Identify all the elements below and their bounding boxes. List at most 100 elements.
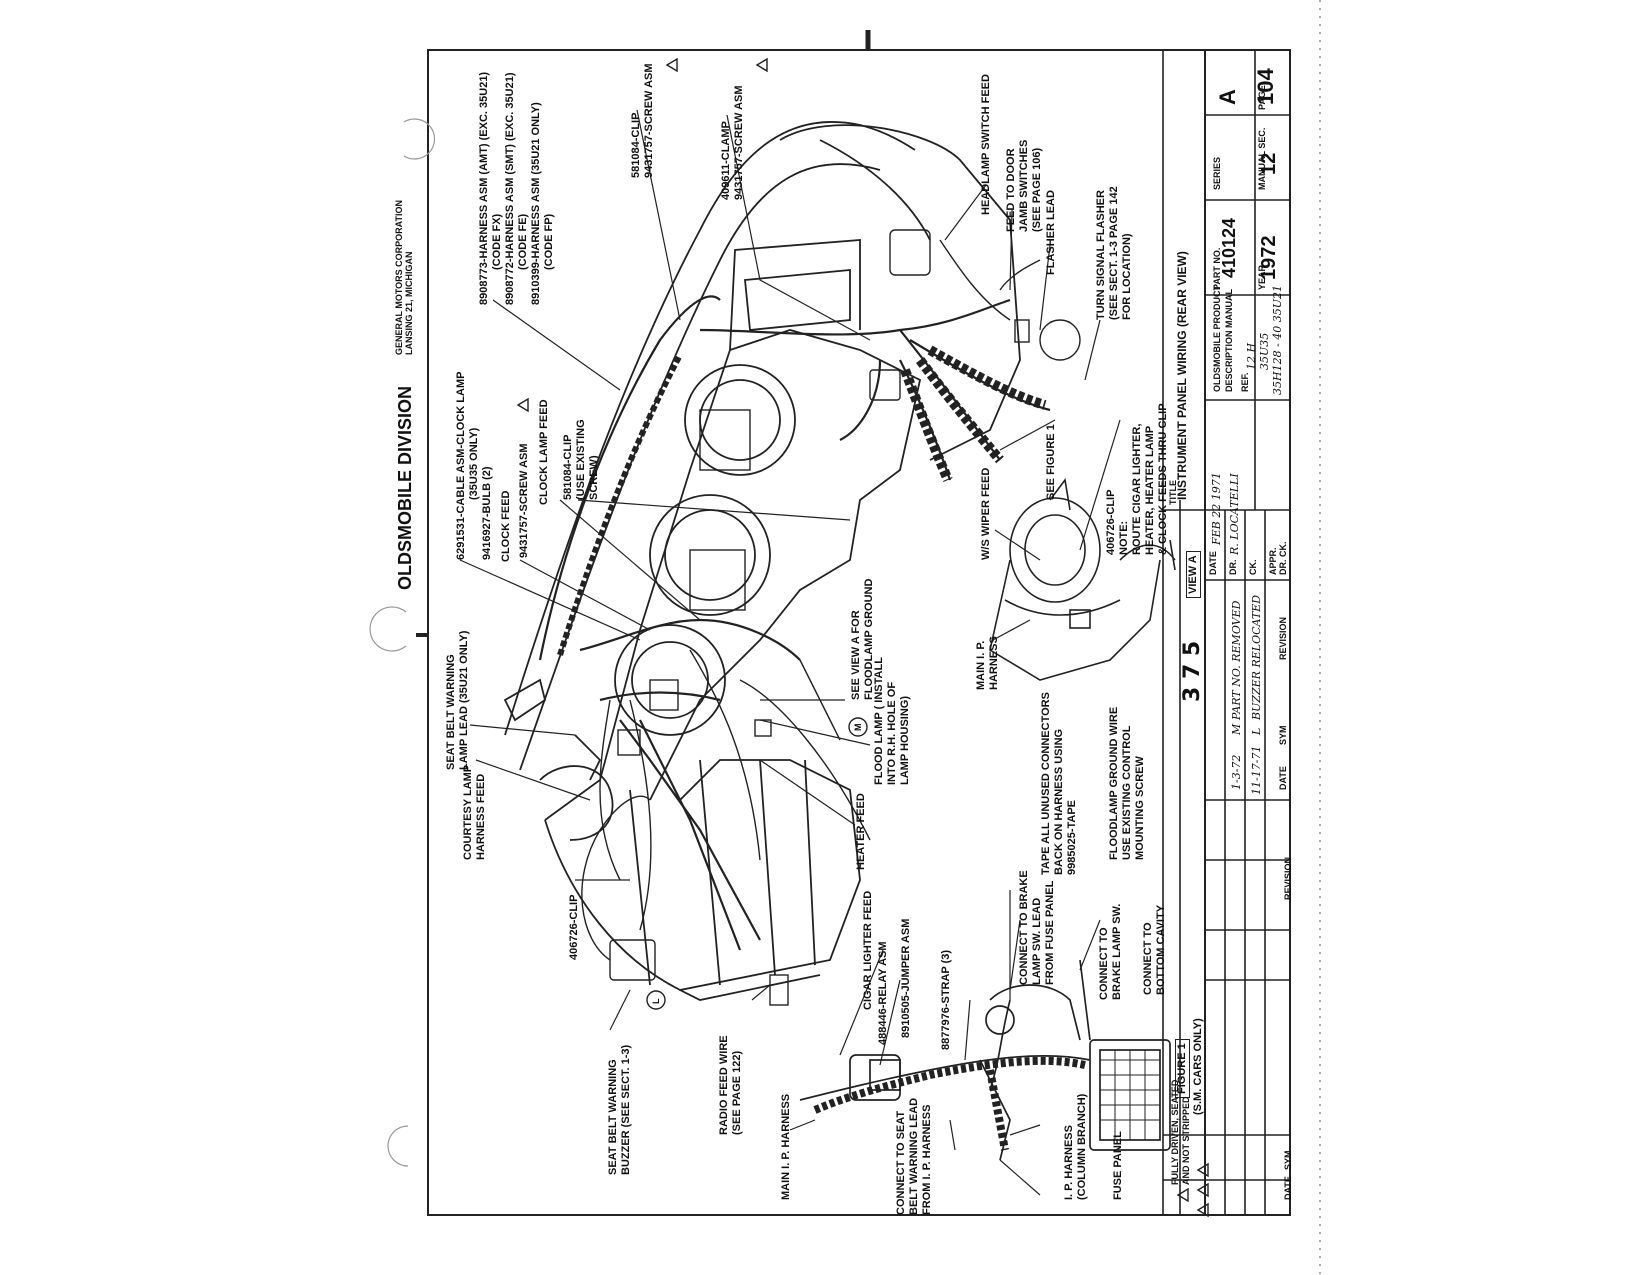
tape-callout: TAPE ALL UNUSED CONNECTORS BACK ON HARNE… — [1040, 692, 1079, 875]
header-division-block: OLDSMOBILE DIVISION — [395, 386, 416, 590]
ip-harness-col-1: I. P. HARNESS — [1063, 1125, 1075, 1200]
connect-bottom-2: BOTTOM CAVITY — [1155, 904, 1167, 995]
door-jamb-callout: FEED TO DOOR JAMB SWITCHES (SEE PAGE 106… — [1005, 140, 1044, 232]
note-3: HEATER, HEATER LAMP — [1144, 425, 1156, 555]
radio-1: RADIO FEED WIRE — [718, 1035, 730, 1135]
manual-sec-value: 12 — [1258, 152, 1280, 175]
handwritten-number: 3 7 5 — [1180, 640, 1205, 702]
note-2: ROUTE CIGAR LIGHTER, — [1131, 423, 1143, 555]
year-value: 1972 — [1258, 235, 1280, 281]
bulb-label: 9416927-BULB (2) — [481, 466, 493, 560]
turn-signal-callout: TURN SIGNAL FLASHER (SEE SECT. 1-3 PAGE … — [1095, 186, 1134, 320]
heater-feed: HEATER FEED — [855, 793, 867, 870]
view-a-box: VIEW A — [1186, 551, 1201, 598]
seat-belt-lamp-callout: SEAT BELT WARNING LAMP LEAD (35U21 ONLY) — [445, 631, 471, 770]
courtesy-lamp-callout: COURTESY LAMP HARNESS FEED — [462, 765, 488, 860]
clip-mid-3: SCREW) — [588, 455, 600, 500]
see-figure: SEE FIGURE 1 — [1045, 424, 1057, 500]
headlamp-feed: HEADLAMP SWITCH FEED — [980, 74, 992, 215]
date-value: FEB 22 1971 — [1210, 472, 1223, 545]
harness-callout: 8908773-HARNESS ASM (AMT) (EXC. 35U21) (… — [478, 72, 556, 305]
rev-col-sym-lower: SYM — [1283, 1150, 1293, 1170]
flood-lamp-2: INTO R.H. HOLE OF — [886, 681, 898, 785]
buzzer-1: SEAT BELT WARNING — [607, 1059, 619, 1175]
rev-l-date: 11-17-71 — [1250, 745, 1263, 795]
clip-mid-1: 581084-CLIP — [562, 434, 574, 500]
cigar-lighter-feed: CIGAR LIGHTER FEED — [862, 890, 874, 1010]
harness-2: 8908772-HARNESS ASM (SMT) (EXC. 35U21) — [504, 72, 516, 306]
harness-1: 8908773-HARNESS ASM (AMT) (EXC. 35U21) — [478, 71, 490, 305]
division-title: OLDSMOBILE DIVISION — [395, 385, 415, 590]
clip-581084-top: 581084-CLIP — [630, 112, 642, 178]
connect-seat-callout: CONNECT TO SEAT BELT WARNING LEAD FROM I… — [895, 1098, 934, 1215]
see-view-a-1: SEE VIEW A FOR — [850, 610, 862, 700]
courtesy-1: COURTESY LAMP — [462, 764, 474, 860]
floodlamp-ground-callout: FLOODLAMP GROUND WIRE USE EXISTING CONTR… — [1108, 707, 1147, 860]
seat-belt-lamp-1: SEAT BELT WARNING — [445, 654, 457, 770]
door-jamb-1: FEED TO DOOR — [1005, 148, 1017, 232]
connect-brake-sw-callout: CONNECT TO BRAKE LAMP SW. — [1098, 904, 1124, 1000]
rev-col-sym: SYM — [1278, 725, 1288, 745]
ip-harness-column-callout: I. P. HARNESS (COLUMN BRANCH) — [1063, 1094, 1089, 1200]
main-ip-view-2: HARNESS — [988, 636, 1000, 690]
series-value: A — [1215, 89, 1240, 105]
clip-screw-top-callout: 581084-CLIP 9431757-SCREW ASM — [630, 63, 656, 178]
rev-col-date: DATE — [1278, 766, 1288, 790]
floodlamp-gnd-3: MOUNTING SCREW — [1134, 756, 1146, 860]
main-ip-view-1: MAIN I. P. — [975, 640, 987, 690]
connect-seat-2: BELT WARNING LEAD — [908, 1097, 920, 1215]
connect-brake-1: CONNECT TO BRAKE — [1018, 870, 1030, 985]
clock-cable-1: 6291531-CABLE ASM-CLOCK LAMP — [455, 371, 467, 560]
rev-l-text: BUZZER RELOCATED — [1250, 594, 1263, 720]
connect-bottom-callout: CONNECT TO BOTTOM CAVITY — [1142, 905, 1168, 995]
rev-m-date: 1-3-72 — [1230, 754, 1243, 790]
screw-top: 9431757-SCREW ASM — [643, 63, 655, 178]
date-label: DATE — [1208, 551, 1218, 575]
ref-label: REF. — [1240, 372, 1250, 392]
tape-3: 9985025-TAPE — [1066, 799, 1078, 875]
flood-lamp-1: FLOOD LAMP ( INSTALL — [873, 657, 885, 785]
page-value: 104 — [1253, 68, 1278, 105]
clip-406726-note-callout: 406726-CLIP NOTE: ROUTE CIGAR LIGHTER, H… — [1105, 403, 1170, 555]
floodlamp-gnd-2: USE EXISTING CONTROL — [1121, 725, 1133, 860]
connect-seat-1: CONNECT TO SEAT — [895, 1110, 907, 1215]
connect-seat-3: FROM I. P. HARNESS — [921, 1104, 933, 1215]
fully-driven-1: FULLY DRIVEN, SEATED — [1170, 1079, 1180, 1185]
harness-3-code: (CODE FP) — [543, 213, 555, 270]
relay-asm: 488446-RELAY ASM — [877, 941, 889, 1045]
buzzer-2: BUZZER (SEE SECT. 1-3) — [620, 1044, 632, 1175]
product-label-2: DESCRIPTION MANUAL — [1224, 289, 1234, 392]
connect-brake-2: LAMP SW. LEAD — [1031, 897, 1043, 985]
ip-harness-col-2: (COLUMN BRANCH) — [1076, 1093, 1088, 1200]
ws-wiper-feed: W/S WIPER FEED — [980, 467, 992, 560]
title-block-title: INSTRUMENT PANEL WIRING (REAR VIEW) — [1175, 251, 1189, 500]
door-jamb-3: (SEE PAGE 106) — [1031, 147, 1043, 232]
turn-signal-1: TURN SIGNAL FLASHER — [1095, 190, 1107, 320]
clip-406726-bottom: 406726-CLIP — [568, 894, 580, 960]
ref-3: 35H128 - 40 35U21 — [1271, 284, 1284, 395]
buzzer-callout: SEAT BELT WARNING BUZZER (SEE SECT. 1-3) — [607, 1045, 633, 1175]
seat-belt-lamp-2: LAMP LEAD (35U21 ONLY) — [458, 630, 470, 770]
sm-cars-only: (S.M. CARS ONLY) — [1192, 1018, 1204, 1115]
marker-m: M — [853, 723, 863, 732]
clock-cable-2: (35U35 ONLY) — [468, 427, 480, 500]
radio-feed-callout: RADIO FEED WIRE (SEE PAGE 122) — [718, 1035, 744, 1135]
courtesy-2: HARNESS FEED — [475, 773, 487, 860]
clock-cable-callout: 6291531-CABLE ASM-CLOCK LAMP (35U35 ONLY… — [455, 372, 494, 560]
jumper-asm: 8910505-JUMPER ASM — [900, 918, 912, 1038]
turn-signal-3: FOR LOCATION) — [1121, 233, 1133, 320]
connect-brake-sw-2: BRAKE LAMP SW. — [1111, 903, 1123, 1000]
connect-bottom-1: CONNECT TO — [1142, 922, 1154, 995]
marker-l: L — [651, 998, 661, 1005]
clip-406726-mid: 406726-CLIP — [1105, 489, 1117, 555]
clamp-label: 409611-CLAMP — [720, 121, 732, 200]
tape-1: TAPE ALL UNUSED CONNECTORS — [1040, 692, 1052, 875]
strap: 8877976-STRAP (3) — [940, 949, 952, 1050]
corp-line-2: LANSING 21, MICHIGAN — [404, 251, 414, 355]
flood-lamp-3: LAMP HOUSING) — [899, 695, 911, 785]
clamp-callout: 409611-CLAMP 9431757-SCREW ASM — [720, 85, 746, 200]
harness-1-code: (CODE FX) — [491, 213, 503, 270]
screw-clamp: 9431757-SCREW ASM — [733, 85, 745, 200]
fuse-panel-label: FUSE PANEL — [1112, 1131, 1124, 1200]
